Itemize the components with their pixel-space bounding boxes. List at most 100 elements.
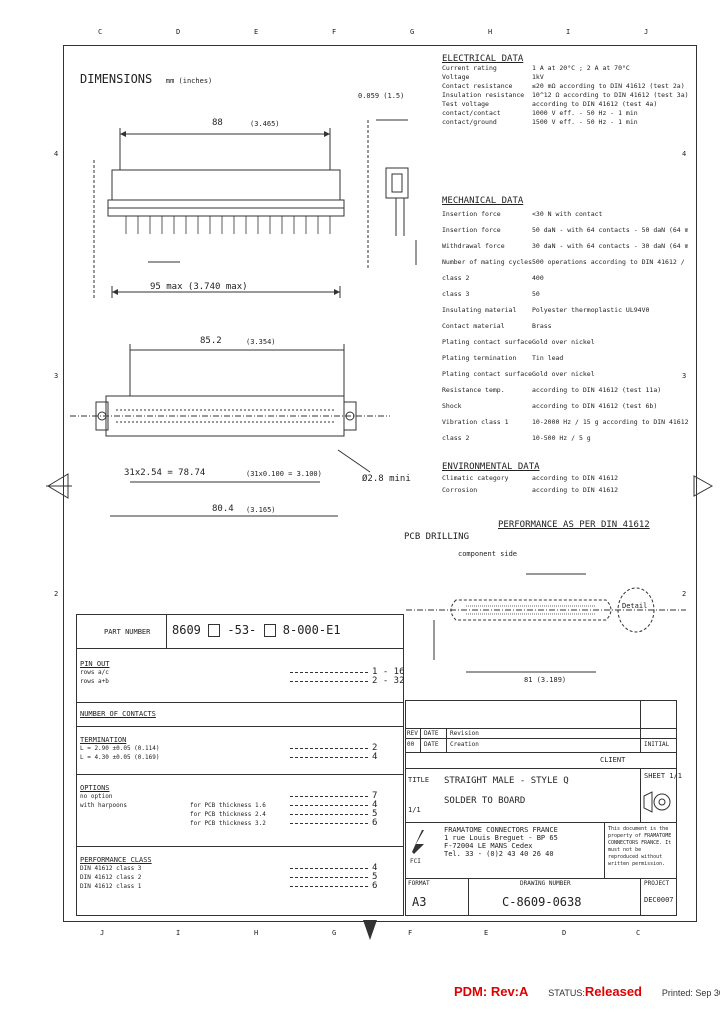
row-value: 50 daN - with 64 contacts - 50 daN (64 m…	[532, 226, 688, 234]
data-row: Insertion force 50 daN - with 64 contacts…	[442, 222, 688, 238]
row-label: Voltage	[442, 73, 470, 81]
row-label: Plating contact surface	[442, 338, 532, 346]
dim-top-length: 88	[212, 118, 223, 128]
option-code: 5	[372, 809, 378, 819]
zone-marker: H	[254, 929, 259, 937]
title-line-1: STRAIGHT MALE - STYLE Q	[444, 776, 569, 786]
format-value: A3	[412, 895, 427, 909]
row-label: class 2	[442, 434, 470, 442]
option-label	[80, 819, 190, 828]
row-value: Brass	[532, 322, 552, 330]
row-value: 50	[532, 290, 540, 298]
center-arrow-left-icon	[46, 473, 72, 499]
option-label: with harpoons	[80, 802, 127, 809]
row-value: 10-2000 Hz / 15 g according to DIN 41612…	[532, 418, 688, 426]
pcb-side-label: component side	[458, 550, 518, 558]
zone-marker: I	[176, 929, 181, 937]
zone-marker: D	[176, 28, 181, 36]
pcb-drilling-title: PCB DRILLING	[404, 532, 470, 542]
zone-marker-right: 3	[682, 372, 687, 380]
zone-marker-left: 4	[54, 150, 59, 158]
rev-row-number: 00	[407, 741, 415, 748]
company-address: FRAMATOME CONNECTORS FRANCE 1 rue Louis …	[444, 826, 558, 858]
property-note: This document is the property of FRAMATO…	[608, 826, 672, 867]
zone-marker: J	[644, 28, 649, 36]
option-sub	[190, 792, 290, 801]
center-arrow-right-icon	[693, 475, 714, 497]
leader-line	[290, 810, 368, 815]
row-label: Insertion force	[442, 226, 501, 234]
row-value: 1kV	[532, 73, 544, 81]
projection-symbol-icon	[643, 791, 671, 813]
zone-marker-right: 4	[682, 150, 687, 158]
option-sub	[190, 753, 290, 762]
pin-out-title: PIN OUT	[80, 660, 110, 668]
row-label: class 2	[442, 274, 470, 282]
drawing-frame	[63, 45, 697, 922]
company-tel: Tel. 33 - (0)2 43 40 26 40	[444, 850, 554, 858]
center-arrow-bottom-icon	[363, 920, 377, 940]
row-value: according to DIN 41612 (test 11a)	[532, 386, 662, 394]
row-label: Test voltage	[442, 100, 489, 108]
row-value: ≤20 mΩ according to DIN 41612 (test 2a)	[532, 82, 685, 90]
row-value: Polyester thermoplastic UL94V0	[532, 306, 650, 314]
zone-marker: J	[100, 929, 105, 937]
data-row: Contact resistance≤20 mΩ according to DI…	[442, 82, 688, 91]
option-code: 6	[372, 818, 378, 828]
leader-line	[290, 753, 368, 758]
zone-marker: I	[566, 28, 571, 36]
sheet-value: SHEET 1/1	[644, 772, 682, 780]
option-label: L = 2.90 ±0.05 (0.114)	[80, 745, 160, 752]
mechanical-data-section: MECHANICAL DATA Insertion force<30 N wit…	[442, 196, 688, 446]
rev-header-rev: REV	[407, 730, 418, 737]
option-sub	[190, 873, 290, 882]
option-code: 4	[372, 752, 378, 762]
status-label: STATUS:	[548, 988, 585, 998]
row-value: according to DIN 41612	[532, 474, 619, 482]
data-row: Insertion force<30 N with contact	[442, 206, 688, 222]
leader-line	[290, 864, 368, 869]
rev-row-date: DATE	[424, 741, 439, 748]
dim-pitch-inches: (31x0.100 = 3.100)	[246, 470, 322, 478]
option-sub: for PCB thickness 2.4	[190, 811, 266, 818]
option-label: no option	[80, 793, 113, 800]
zone-marker: H	[488, 28, 493, 36]
row-value: 10^12 Ω according to DIN 41612 (test 3a)	[532, 91, 688, 99]
option-sub	[190, 882, 290, 891]
row-label: Withdrawal force	[442, 242, 505, 250]
option-code: 4	[372, 800, 378, 810]
title-label: TITLE	[408, 776, 430, 784]
connector-bottom-view-drawing	[70, 344, 390, 517]
option-code: 4	[372, 863, 378, 873]
leader-line	[290, 873, 368, 878]
option-sub: for PCB thickness 1.6	[190, 802, 266, 809]
part-number-label: PART NUMBER	[104, 628, 151, 636]
zone-marker: D	[562, 929, 567, 937]
approved-label: CLIENT	[600, 756, 626, 764]
leader-line	[290, 819, 368, 824]
row-value: according to DIN 41612	[532, 486, 619, 494]
zone-marker: G	[410, 28, 415, 36]
dim-max-length: 95 max (3.740 max)	[150, 282, 248, 292]
row-value: 30 daN - with 64 contacts - 30 daN (64 m…	[532, 242, 688, 250]
project-value: DEC0007	[644, 896, 674, 904]
drawing-number-label: DRAWING NUMBER	[520, 880, 571, 887]
address-line-1: 1 rue Louis Breguet - BP 65	[444, 834, 558, 842]
option-label: rows a/c	[80, 669, 109, 676]
leader-line	[290, 792, 368, 797]
row-value: <30 N with contact	[532, 210, 603, 218]
